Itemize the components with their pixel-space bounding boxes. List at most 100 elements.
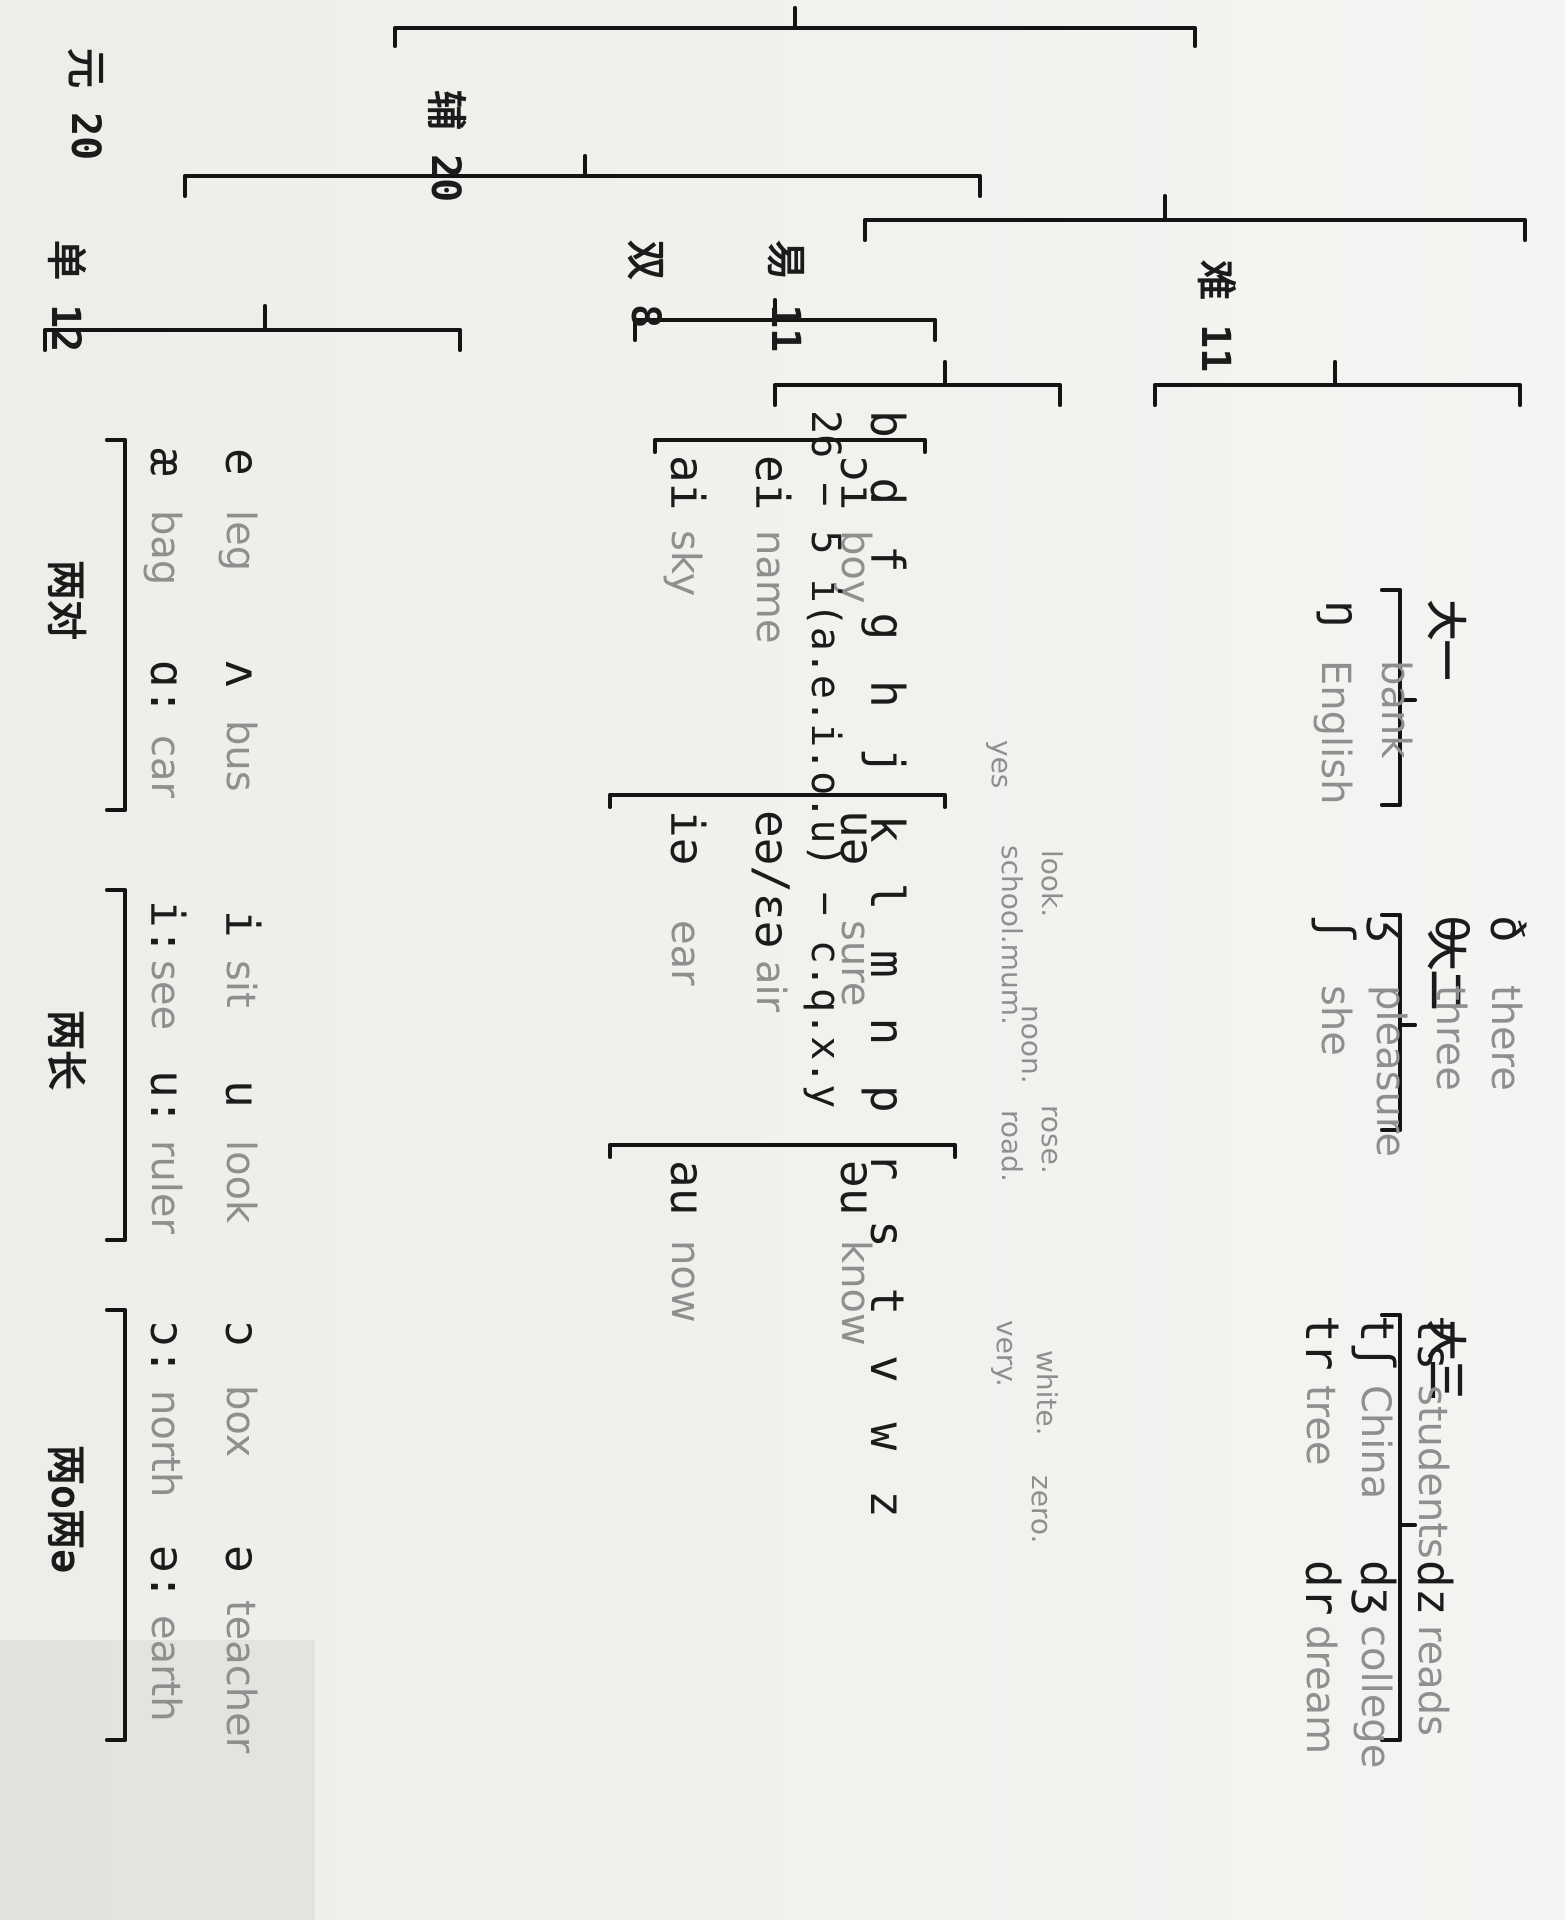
word-teacher: teacher — [217, 1600, 263, 1754]
easy-letter: g — [860, 612, 914, 641]
ipa-a-long: ɑ: — [140, 660, 194, 716]
consonants-bracket — [863, 218, 1527, 242]
word-north: north — [142, 1390, 188, 1498]
group1-top-line — [105, 438, 127, 812]
ipa-theta: θ — [1425, 915, 1479, 943]
word-china: China — [1352, 1385, 1398, 1500]
word-bank: bank — [1372, 660, 1418, 759]
easy-letter: s — [860, 1220, 914, 1248]
ipa-ae: æ — [140, 448, 194, 476]
ipa-open-o-long: ɔ: — [140, 1320, 194, 1376]
word-bus: bus — [217, 720, 263, 792]
ipa-wedge: ʌ — [215, 660, 269, 688]
note-school: school.mum. — [995, 845, 1028, 1025]
ipa-ei: ei — [745, 455, 799, 511]
word-sky: sky — [662, 530, 708, 597]
diphthong-bracket — [633, 318, 937, 342]
hard-group-label-1: 大一 — [1422, 600, 1468, 680]
ipa-ai: ai — [660, 455, 714, 511]
word-look: look — [217, 1140, 263, 1224]
word-she: she — [1312, 985, 1358, 1056]
easy-letter: h — [860, 680, 914, 708]
note-road: road. — [995, 1110, 1028, 1182]
diphthong-sub1 — [653, 438, 927, 454]
easy-letter: r — [860, 1152, 914, 1181]
group-label-2: 两长 — [42, 1010, 88, 1090]
easy-letter: n — [860, 1017, 914, 1046]
group2-top-line — [105, 888, 127, 1242]
ipa-esh: ʃ — [1310, 915, 1364, 943]
diphthong-sub3 — [608, 1143, 957, 1159]
ipa-schwa-long: ə: — [140, 1545, 194, 1601]
word-pleasure: pleasure — [1367, 985, 1413, 1157]
easy-letter: f — [860, 545, 914, 573]
easy-bracket — [773, 383, 1062, 407]
word-leg: leg — [217, 510, 263, 572]
note-white: white. — [1030, 1350, 1063, 1436]
root-label: 元 20 — [62, 48, 108, 161]
ipa-dr: dr — [1295, 1560, 1349, 1616]
group-label-1: 两对 — [42, 560, 88, 640]
ipa-ezh: ʒ — [1365, 915, 1419, 943]
easy-letter: p — [860, 1085, 914, 1113]
word-students: students — [1409, 1385, 1455, 1559]
ipa-ie: iə — [660, 810, 714, 866]
diphthong-sub2 — [608, 793, 947, 809]
word-college: college — [1352, 1625, 1398, 1769]
easy-letter: v — [860, 1355, 914, 1383]
group-label-3: 两o两ə — [42, 1445, 88, 1574]
hard3-line — [1380, 1313, 1402, 1742]
note-very: very. — [990, 1320, 1023, 1387]
note-rose: rose. — [1035, 1105, 1068, 1174]
easy-letter: b — [860, 410, 914, 438]
ipa-u: u — [215, 1080, 269, 1108]
note-noon: noon. — [1015, 1005, 1048, 1084]
root-bracket — [393, 26, 1197, 48]
word-sit: sit — [217, 960, 263, 1008]
hard-label: 难 11 — [1192, 260, 1238, 373]
consonants-label: 辅 20 — [422, 90, 468, 203]
ipa-eng: ŋ — [1315, 600, 1369, 628]
vowels-label: 单 12 — [42, 240, 88, 353]
ipa-i-long: i: — [140, 900, 194, 956]
ipa-e: e — [215, 448, 269, 476]
ipa-dz: dz — [1407, 1560, 1461, 1616]
ipa-ea: eə/ɛə — [745, 810, 799, 949]
ipa-eth: ð — [1480, 915, 1534, 943]
ipa-dzh: dʒ — [1350, 1560, 1404, 1616]
easy-letter: m — [860, 950, 914, 978]
word-bag: bag — [142, 510, 188, 586]
easy-letter: z — [860, 1490, 914, 1518]
easy-letter: l — [860, 882, 914, 911]
ipa-ts: ts — [1407, 1315, 1461, 1371]
easy-letter: t — [860, 1287, 914, 1316]
ipa-i: i — [215, 910, 269, 938]
word-see: see — [142, 960, 188, 1031]
easy-letter: w — [860, 1422, 914, 1451]
word-dream: dream — [1297, 1625, 1343, 1755]
ipa-au: au — [660, 1160, 714, 1216]
word-three: three — [1427, 985, 1473, 1091]
word-tree: tree — [1297, 1385, 1343, 1466]
ipa-open-o: ɔ — [215, 1320, 269, 1348]
word-car: car — [142, 735, 188, 798]
vowels-bracket — [183, 174, 982, 198]
ipa-tr: tr — [1295, 1315, 1349, 1371]
note-zero: zero. — [1025, 1475, 1058, 1544]
note-yes: yes — [985, 740, 1018, 789]
ipa-tsh: tʃ — [1350, 1315, 1404, 1371]
word-ruler: ruler — [142, 1140, 188, 1234]
word-box: box — [217, 1385, 263, 1458]
hard2-line — [1380, 913, 1402, 1132]
word-there: there — [1482, 985, 1528, 1091]
note-look: look. — [1035, 850, 1068, 918]
diphthongs-label: 双 8 — [622, 240, 668, 329]
hard-bracket — [1153, 383, 1522, 407]
monophthong-bracket — [43, 328, 462, 352]
word-now: now — [662, 1240, 708, 1323]
word-air: air — [747, 960, 793, 1013]
easy-letter: d — [860, 477, 914, 506]
